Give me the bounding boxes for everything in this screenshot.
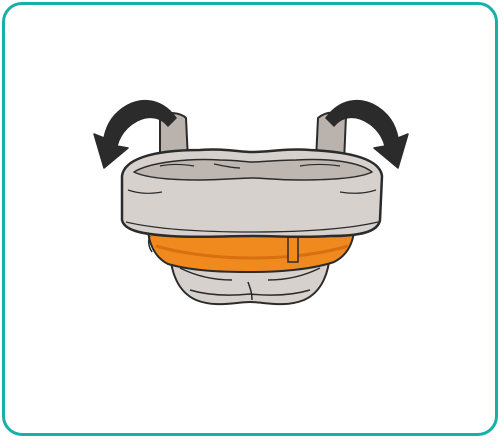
orange-waist-band <box>148 232 354 272</box>
rolled-headrest-cushion <box>122 149 382 236</box>
